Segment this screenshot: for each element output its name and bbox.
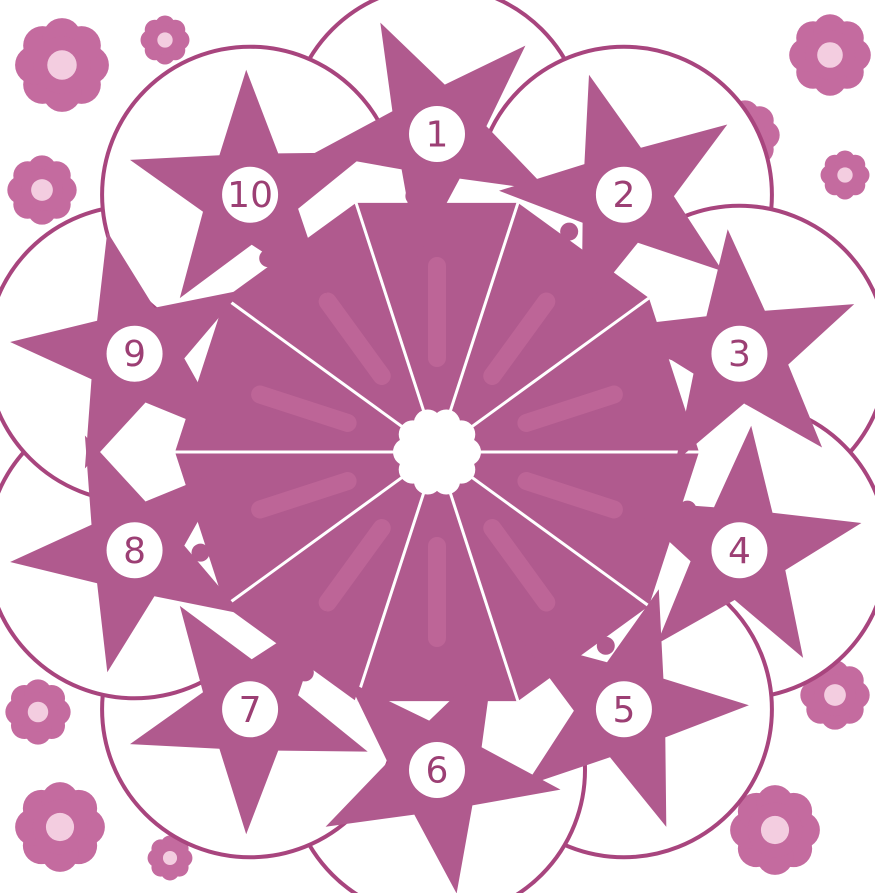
- dot-marker: [192, 544, 210, 562]
- dot-marker: [296, 663, 314, 681]
- star-number: 5: [612, 690, 635, 731]
- star-number: 2: [612, 175, 635, 216]
- flower-icon: [789, 14, 871, 96]
- star-number: 3: [728, 334, 751, 375]
- sector-word-mark: [428, 537, 446, 647]
- dot-marker: [678, 501, 696, 519]
- dot-marker: [178, 385, 196, 403]
- dot-marker: [664, 342, 682, 360]
- flower-icon: [5, 679, 70, 744]
- star-number: 9: [123, 334, 146, 375]
- dot-marker: [560, 223, 578, 241]
- dot-marker: [597, 637, 615, 655]
- flower-icon: [15, 18, 109, 112]
- star-number: 1: [426, 115, 449, 156]
- flower-icon: [15, 782, 105, 872]
- flower-icon: [7, 155, 76, 224]
- flower-icon: [821, 151, 870, 200]
- center-flower: [393, 409, 481, 494]
- star-number: 6: [426, 751, 449, 792]
- star-number: 8: [123, 531, 146, 572]
- sector-word-mark: [428, 257, 446, 367]
- flower-icon: [141, 16, 190, 65]
- star-number: 10: [227, 175, 273, 216]
- star-number: 4: [728, 531, 751, 572]
- dot-marker: [405, 187, 423, 205]
- star-number: 7: [239, 690, 262, 731]
- dot-marker: [259, 249, 277, 267]
- dot-marker: [451, 699, 469, 717]
